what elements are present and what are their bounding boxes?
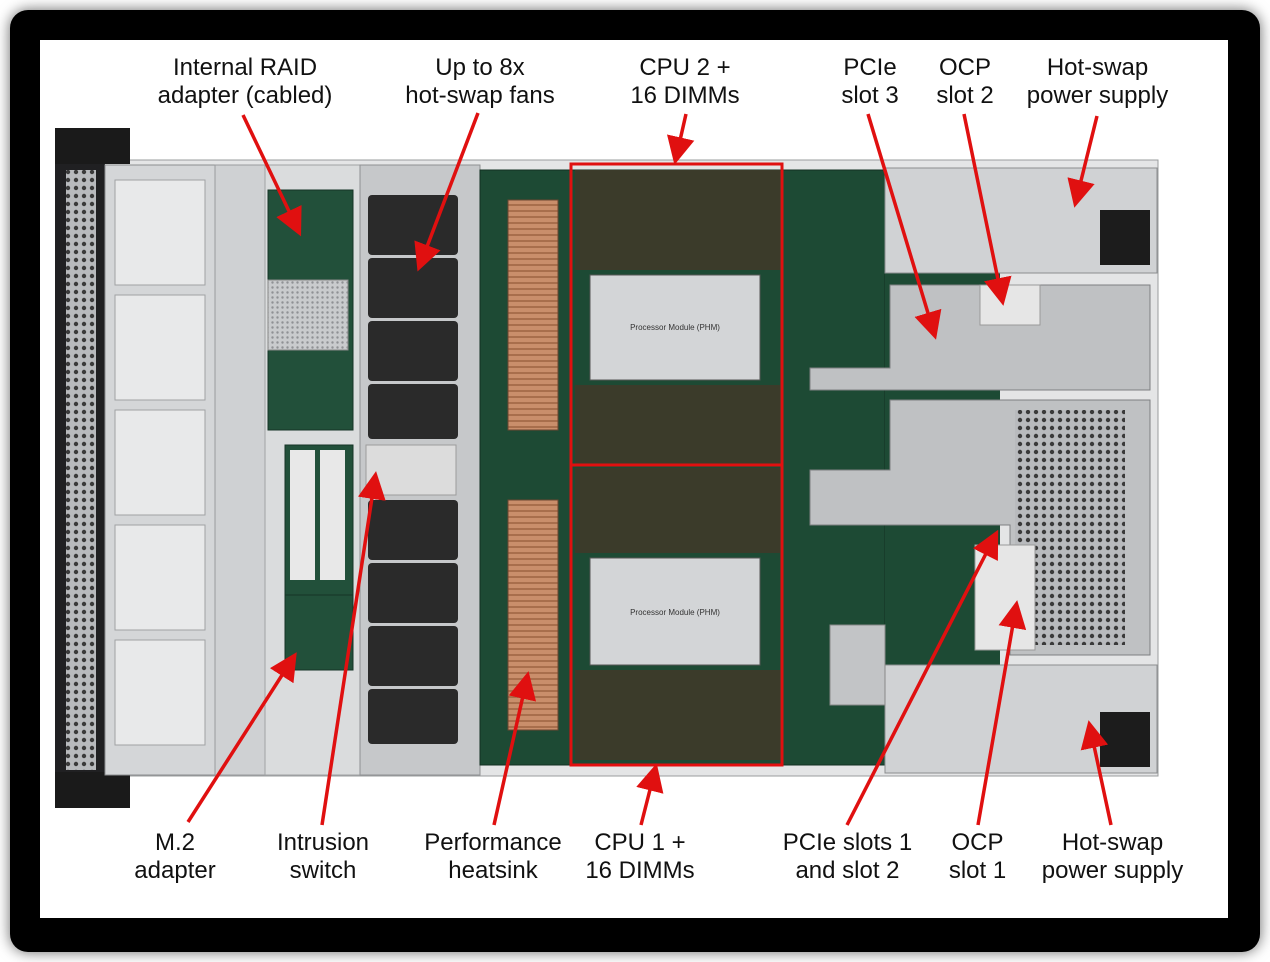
- cpu2-module: [589, 274, 761, 381]
- raid-heatsink: [267, 279, 349, 351]
- label-raid-adapter: Internal RAID adapter (cabled): [140, 54, 350, 110]
- label-m2-line1: M.2: [154, 829, 195, 856]
- label-ocp1-line2: slot 1: [948, 857, 1007, 884]
- label-ocp1-line1: OCP: [951, 829, 1004, 856]
- bezel-handle-top: [55, 128, 130, 164]
- drive-2: [114, 294, 206, 401]
- arrow-m2: [186, 652, 297, 823]
- dimm-bank-cpu2-bottom: [575, 385, 780, 465]
- m2-drive-a: [290, 450, 315, 580]
- dimm-bank-cpu2-top: [575, 170, 780, 270]
- label-cpu2-line2: 16 DIMMs: [630, 82, 740, 109]
- dimm-bank-cpu1-bottom: [575, 670, 780, 760]
- label-intrusion-line1: Intrusion: [276, 829, 370, 856]
- label-m2-line2: adapter: [134, 857, 216, 884]
- label-psu-top-line2: power supply: [1026, 82, 1169, 109]
- m2-drive-b: [320, 450, 345, 580]
- label-intrusion-line2: switch: [289, 857, 357, 884]
- label-ocp2: OCP slot 2: [915, 54, 1015, 110]
- arrow-ocp1: [976, 600, 1027, 826]
- arrow-pcie12: [845, 529, 999, 826]
- fan-3: [368, 321, 458, 381]
- psu-top-handle: [1100, 210, 1150, 265]
- arrow-raid: [241, 114, 302, 237]
- label-cpu1-line2: 16 DIMMs: [585, 857, 695, 884]
- label-pcie12-line1: PCIe slots 1: [782, 829, 913, 856]
- drive-5: [114, 639, 206, 746]
- label-ocp2-line2: slot 2: [936, 82, 994, 109]
- arrow-ocp2: [962, 113, 1012, 306]
- label-psu-bottom-line2: power supply: [1041, 857, 1184, 884]
- bezel-handle-bottom: [55, 772, 130, 808]
- arrow-psu-bottom: [1080, 720, 1113, 826]
- cpu1-module-text: Processor Module (PHM): [630, 608, 720, 617]
- cpu1-highlight-box: [569, 463, 784, 767]
- label-heatsink-line2: heatsink: [448, 857, 538, 884]
- arrow-psu-top: [1067, 115, 1099, 208]
- label-heatsink: Performance heatsink: [408, 829, 578, 885]
- label-fans-line1: Up to 8x: [435, 54, 525, 81]
- label-cpu2: CPU 2 + 16 DIMMs: [600, 54, 770, 110]
- label-cpu1-line1: CPU 1 +: [594, 829, 686, 856]
- label-psu-top: Hot-swap power supply: [1015, 54, 1180, 110]
- drive-4: [114, 524, 206, 631]
- board-bracket: [829, 624, 886, 706]
- label-pcie12-line2: and slot 2: [795, 857, 900, 884]
- arrow-cpu2: [667, 113, 695, 165]
- label-intrusion: Intrusion switch: [258, 829, 388, 885]
- ocp-slot-2-bracket: [979, 284, 1041, 326]
- intrusion-switch-part: [365, 444, 457, 496]
- label-raid-line2: adapter (cabled): [157, 82, 333, 109]
- label-m2: M.2 adapter: [115, 829, 235, 885]
- label-raid-line1: Internal RAID: [172, 54, 318, 81]
- label-fans-line2: hot-swap fans: [405, 82, 555, 109]
- drive-3: [114, 409, 206, 516]
- label-psu-top-line1: Hot-swap: [1046, 54, 1149, 81]
- fan-6: [368, 563, 458, 623]
- arrow-fans: [414, 112, 480, 272]
- front-vent: [66, 170, 96, 770]
- dimm-bank-cpu1-top: [575, 468, 780, 553]
- fan-8: [368, 689, 458, 744]
- cpu1-module: [589, 557, 761, 666]
- label-cpu2-line1: CPU 2 +: [639, 54, 731, 81]
- backplane: [214, 164, 266, 776]
- label-pcie3-line1: PCIe: [843, 54, 897, 81]
- label-fans: Up to 8x hot-swap fans: [380, 54, 580, 110]
- label-pcie12: PCIe slots 1 and slot 2: [765, 829, 930, 885]
- cpu2-module-text: Processor Module (PHM): [630, 323, 720, 332]
- label-psu-bottom: Hot-swap power supply: [1030, 829, 1195, 885]
- label-psu-bottom-line1: Hot-swap: [1061, 829, 1164, 856]
- label-heatsink-line1: Performance: [424, 829, 562, 856]
- arrow-pcie3: [866, 113, 942, 340]
- arrow-cpu1: [636, 763, 664, 826]
- fan-1: [368, 195, 458, 255]
- label-ocp2-line1: OCP: [938, 54, 991, 81]
- arrow-intrusion: [320, 471, 386, 826]
- riser-cage-slot3: [809, 284, 1151, 391]
- label-ocp1: OCP slot 1: [930, 829, 1025, 885]
- heatsink-cpu1: [507, 499, 559, 731]
- drive-1: [114, 179, 206, 286]
- arrow-heatsink: [492, 671, 537, 826]
- label-pcie3-line2: slot 3: [841, 82, 899, 109]
- psu-bottom-handle: [1100, 712, 1150, 767]
- fan-5: [368, 500, 458, 560]
- fan-2: [368, 258, 458, 318]
- label-pcie3: PCIe slot 3: [820, 54, 920, 110]
- fan-7: [368, 626, 458, 686]
- m2-connector: [284, 594, 354, 671]
- heatsink-cpu2: [507, 199, 559, 431]
- label-cpu1: CPU 1 + 16 DIMMs: [570, 829, 710, 885]
- fan-4: [368, 384, 458, 439]
- ocp-slot-1-bracket: [974, 544, 1036, 651]
